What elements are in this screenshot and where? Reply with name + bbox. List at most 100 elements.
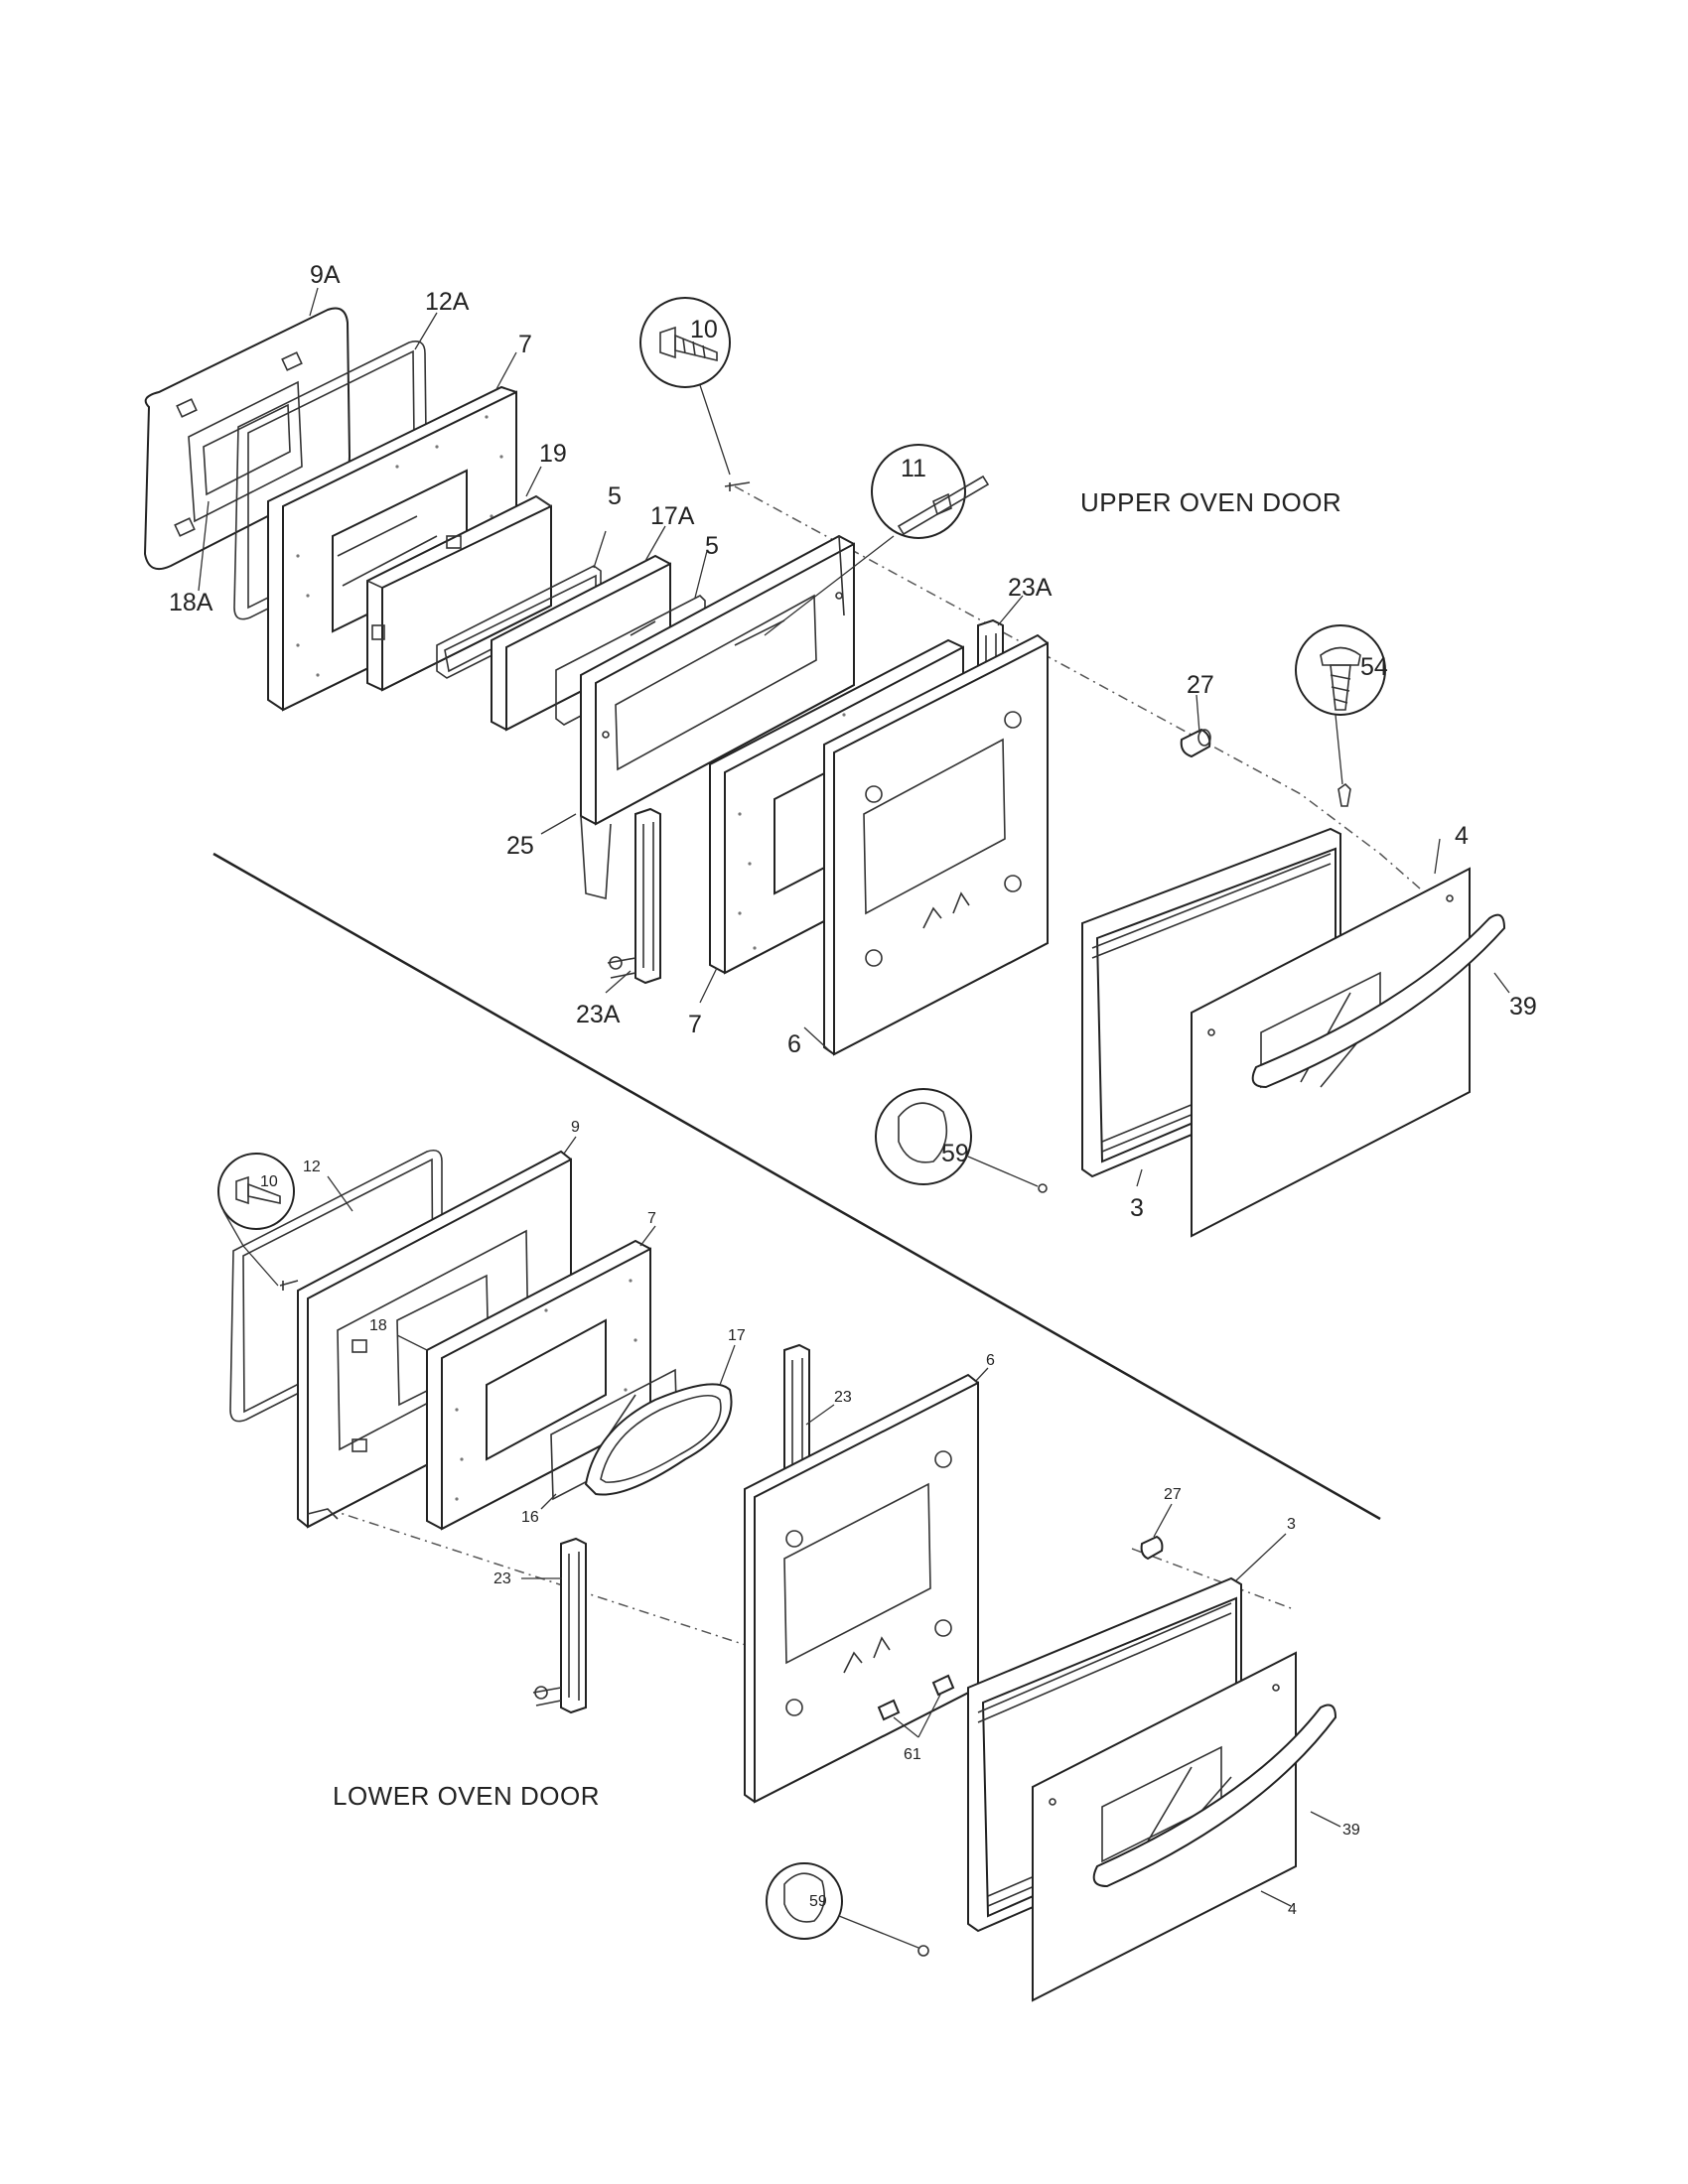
upper-oven-door-assembly (143, 287, 1510, 1238)
part-39-handle-lower (1092, 1704, 1337, 1888)
leader-18 (396, 1334, 428, 1351)
callout-59-lower: 59 (809, 1893, 827, 1910)
part-9a-inner-panel (143, 307, 352, 570)
leader-23a-bottom (605, 970, 632, 994)
callout-17a: 17A (650, 502, 695, 530)
callout-7-lower: 7 (647, 1210, 656, 1227)
leader-5-b (694, 550, 708, 599)
section-divider (212, 852, 1381, 1521)
part-59-bumper-small-upper (1038, 1183, 1048, 1193)
callout-12a: 12A (425, 288, 470, 316)
callout-39-upper: 39 (1509, 993, 1537, 1021)
callout-23-top: 23 (834, 1389, 852, 1406)
leader-19 (525, 466, 542, 497)
callout-12: 12 (303, 1159, 321, 1175)
part-61-bumper-b (931, 1674, 955, 1697)
callout-circle-10-upper (639, 297, 731, 388)
leader-7-lower (639, 1225, 656, 1247)
callout-circle-10-lower (217, 1153, 295, 1230)
callout-6-lower: 6 (986, 1352, 995, 1369)
leader-7-upper-mid (699, 967, 718, 1004)
leader-12 (327, 1175, 353, 1212)
part-27-spacer-upper (1180, 728, 1211, 758)
part-19-liner (366, 494, 552, 692)
leader-27-upper (1196, 694, 1200, 734)
leader-54 (1335, 714, 1343, 785)
callout-3-lower: 3 (1287, 1516, 1296, 1533)
callout-23a-top: 23A (1008, 574, 1053, 602)
upper-explode-axis (734, 485, 1461, 924)
section-title-upper: UPPER OVEN DOOR (1080, 487, 1341, 517)
part-6-door-plate-lower (744, 1373, 979, 1804)
callout-4-lower: 4 (1288, 1901, 1297, 1918)
callout-4-upper: 4 (1455, 822, 1469, 850)
callout-circle-59-upper (875, 1088, 972, 1185)
callout-39-lower: 39 (1342, 1822, 1360, 1839)
leader-59-lower (838, 1915, 919, 1949)
leader-4-upper (1434, 838, 1441, 875)
leader-25 (540, 813, 577, 835)
part-23a-hinge-bottom (607, 807, 661, 985)
part-54-screw-small (1337, 782, 1351, 807)
leader-17 (719, 1344, 736, 1386)
section-title-lower: LOWER OVEN DOOR (333, 1781, 600, 1811)
leader-11 (764, 535, 895, 636)
callout-5-b: 5 (705, 532, 719, 560)
part-27-spacer-upper-end (1197, 729, 1211, 747)
callout-7-upper-mid: 7 (688, 1011, 702, 1038)
leader-3-lower (1235, 1533, 1287, 1581)
part-10-screw-small-lower (279, 1280, 299, 1291)
leader-9a (309, 287, 319, 317)
callout-18: 18 (369, 1317, 387, 1334)
part-7-insulation-lower (426, 1239, 651, 1531)
leader-10-upper (699, 384, 731, 476)
callout-17: 17 (728, 1327, 746, 1344)
callout-9: 9 (571, 1119, 580, 1136)
part-17-window-gasket (584, 1383, 733, 1496)
leader-16 (540, 1493, 557, 1510)
leader-4-lower (1260, 1890, 1292, 1907)
leader-23a-top (997, 595, 1024, 626)
part-61-bumper-a (877, 1699, 901, 1721)
callout-10-lower: 10 (260, 1173, 278, 1190)
part-25-inner-door (580, 534, 855, 900)
leader-39-lower (1310, 1811, 1341, 1828)
leader-10-lower (222, 1210, 279, 1287)
part-10-screw-small-upper (724, 481, 751, 491)
callout-18a: 18A (169, 589, 213, 616)
callout-7-upper-left: 7 (518, 331, 532, 358)
leader-61 (893, 1692, 942, 1738)
callout-6-upper: 6 (787, 1030, 801, 1058)
part-27-spacer-lower (1140, 1535, 1164, 1561)
leader-6-upper (803, 1026, 830, 1051)
lower-explode-axis (327, 1508, 1292, 1689)
callout-16: 16 (521, 1509, 539, 1526)
callout-circle-54 (1295, 624, 1386, 716)
callout-25: 25 (506, 832, 534, 860)
callout-61: 61 (904, 1746, 921, 1763)
callout-19: 19 (539, 440, 567, 468)
lower-oven-door-assembly (217, 1136, 1341, 2002)
callout-10-upper: 10 (690, 316, 718, 343)
leader-6-lower (974, 1367, 989, 1383)
leader-59-upper (967, 1156, 1039, 1187)
leader-39-upper (1493, 972, 1510, 994)
callout-circle-59-lower (766, 1862, 843, 1940)
leader-12a (414, 312, 438, 350)
callout-23-bottom: 23 (493, 1570, 511, 1587)
leader-17a (644, 525, 666, 562)
callout-9a: 9A (310, 261, 341, 289)
callout-circle-11 (871, 444, 990, 539)
leader-18a (198, 500, 210, 592)
callout-11: 11 (901, 455, 926, 482)
part-6-door-plate-upper (823, 633, 1049, 1056)
leader-27-lower (1153, 1503, 1173, 1538)
callout-5-a: 5 (608, 482, 622, 510)
leader-23-top (805, 1404, 835, 1426)
leader-7-upper-left (495, 351, 517, 390)
callout-59-upper: 59 (941, 1140, 969, 1167)
callout-27-lower: 27 (1164, 1486, 1182, 1503)
leader-9 (563, 1136, 577, 1155)
callout-27-upper: 27 (1187, 671, 1214, 699)
